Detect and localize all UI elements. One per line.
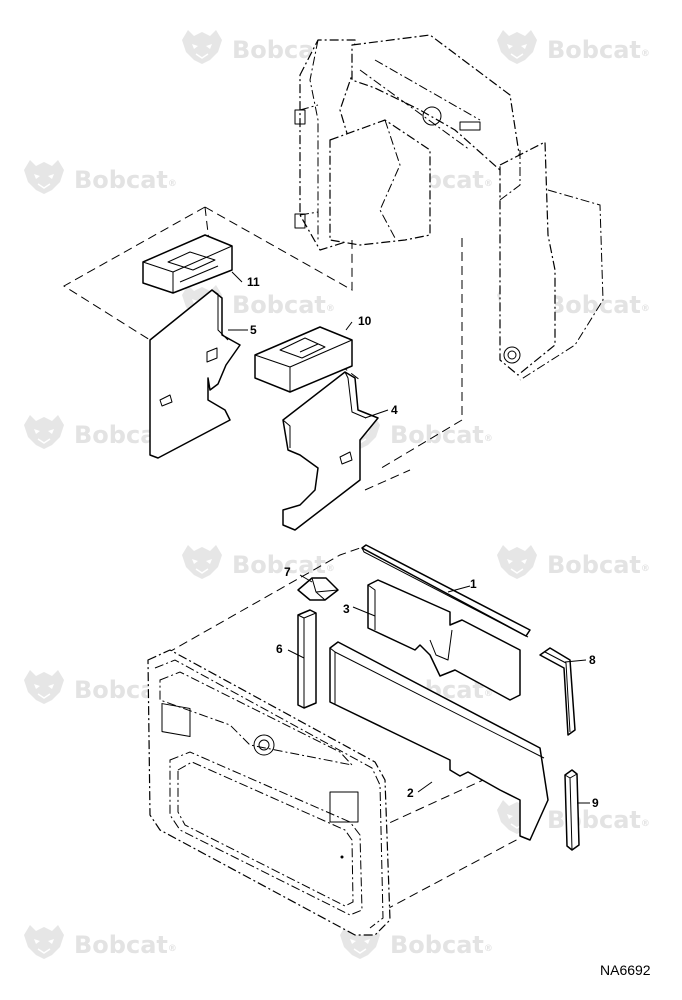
watermark-registered-mark: ® [641,49,650,59]
watermark-registered-mark: ® [326,304,335,314]
watermark-3: Bobcat® [23,159,177,195]
bobcat-head-logo-icon [23,159,65,195]
part-10-foam-block [254,326,353,393]
rear-door-panel [147,649,391,936]
callout-5: 5 [250,323,257,337]
part-8-corner-strip [539,647,576,736]
watermark-registered-mark: ® [168,944,177,954]
callout-6: 6 [276,642,283,656]
watermark-text: Bobcat® [547,36,650,64]
bobcat-head-logo-icon [496,29,538,65]
machine-frame [294,34,604,381]
callout-9: 9 [592,796,599,810]
bobcat-head-logo-icon [496,544,538,580]
watermark-registered-mark: ® [326,564,335,574]
watermark-text: Bobcat® [232,551,335,579]
drawing-code: NA6692 [600,962,651,978]
part-11-foam-block [142,234,233,294]
callout-11: 11 [247,275,260,289]
callout-4: 4 [391,403,398,417]
watermark-text: Bobcat® [547,291,650,319]
part-2-foam-panel [329,641,549,841]
watermark-text: Bobcat® [547,806,650,834]
callout-7: 7 [284,565,291,579]
watermark-registered-mark: ® [168,179,177,189]
part-4-side-panel [282,371,379,531]
bobcat-head-logo-icon [23,414,65,450]
callout-2: 2 [407,786,414,800]
part-1-seal-strip [361,544,531,638]
watermark-2: Bobcat® [496,29,650,65]
callout-1: 1 [470,577,477,591]
part-5-side-panel [149,289,241,459]
watermark-14: Bobcat® [496,799,650,835]
bobcat-head-logo-icon [181,544,223,580]
watermark-registered-mark: ® [484,944,493,954]
watermark-15: Bobcat® [23,924,177,960]
watermark-6: Bobcat® [496,284,650,320]
part-6-foam-bar [297,609,317,709]
watermark-text: Bobcat® [74,931,177,959]
part-3-foam-panel [367,579,521,701]
watermark-registered-mark: ® [641,564,650,574]
watermark-text: Bobcat® [390,421,493,449]
watermark-registered-mark: ® [641,819,650,829]
watermark-9: Bobcat® [181,544,335,580]
bobcat-head-logo-icon [181,29,223,65]
watermark-registered-mark: ® [641,304,650,314]
watermark-text: Bobcat® [547,551,650,579]
callout-10: 10 [358,314,372,328]
watermark-16: Bobcat® [339,924,493,960]
watermark-5: Bobcat® [181,284,335,320]
watermark-registered-mark: ® [484,689,493,699]
watermark-text: Bobcat® [74,166,177,194]
callout-labels: 11 5 10 4 7 1 3 6 8 2 9 [247,275,599,810]
watermark-registered-mark: ® [484,434,493,444]
callout-8: 8 [589,653,596,667]
watermark-registered-mark: ® [484,179,493,189]
bobcat-head-logo-icon [23,669,65,705]
callout-leaders [228,271,590,804]
watermark-8: Bobcat® [339,414,493,450]
bobcat-head-logo-icon [23,924,65,960]
callout-3: 3 [343,602,350,616]
part-9-foam-strip [564,769,580,851]
watermark-text: Bobcat® [390,931,493,959]
watermark-10: Bobcat® [496,544,650,580]
part-7-foam-wedge [297,577,339,601]
watermark-text: Bobcat® [232,291,335,319]
